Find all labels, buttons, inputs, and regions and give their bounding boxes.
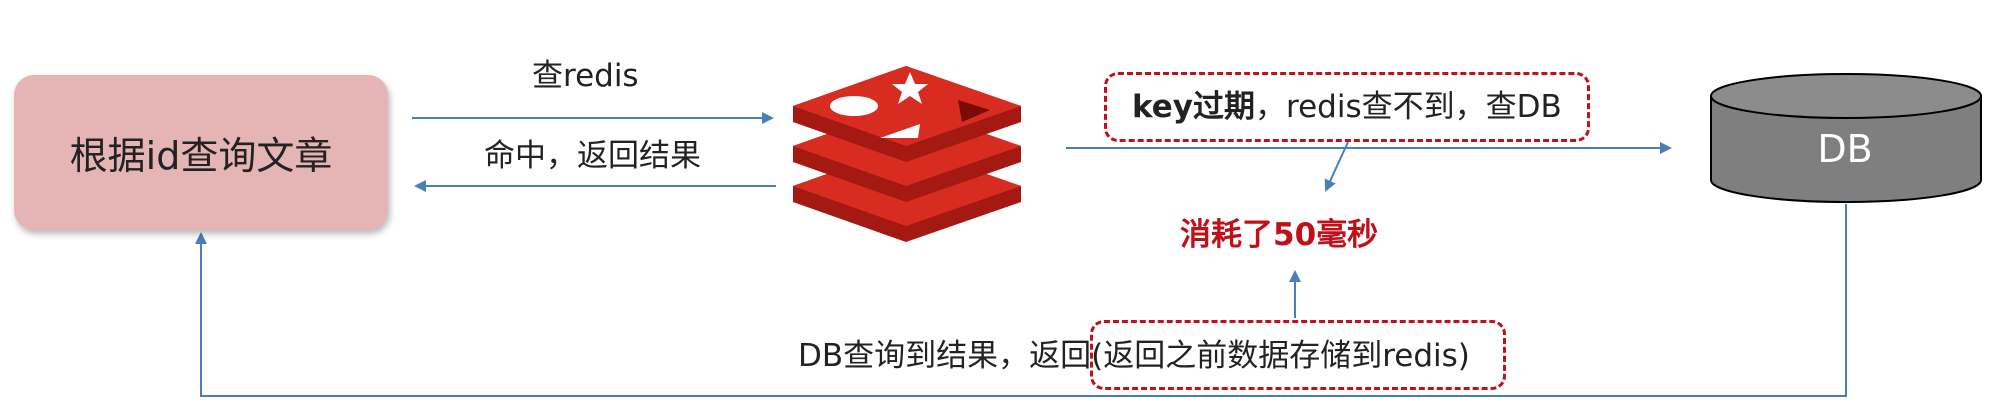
label-db-return-prefix: DB查询到结果，返回 [798,338,1092,374]
redis-logo-icon [793,66,1021,242]
arrow-db-return [195,204,1847,397]
cache-write-box [1090,320,1506,390]
db-label: DB [1817,127,1873,171]
arrow-note-to-cost [1324,141,1349,192]
cost-note: 消耗了50毫秒 [1180,217,1379,253]
label-db-return: DB查询到结果，返回(返回之前数据存储到redis) [798,336,1470,376]
key-expired-note: key过期，redis查不到，查DB [1132,87,1562,127]
client-label: 根据id查询文章 [69,134,333,178]
key-expired-box [1104,72,1590,142]
label-query-redis: 查redis [532,58,639,94]
label-hit-return: 命中，返回结果 [484,138,701,174]
label-db-return-note: (返回之前数据存储到redis) [1091,338,1470,374]
key-expired-bold: key过期 [1132,89,1256,125]
key-expired-rest: ，redis查不到，查DB [1255,89,1562,125]
client-box: 根据id查询文章 [14,75,388,230]
database-cylinder-icon [1710,73,1982,203]
